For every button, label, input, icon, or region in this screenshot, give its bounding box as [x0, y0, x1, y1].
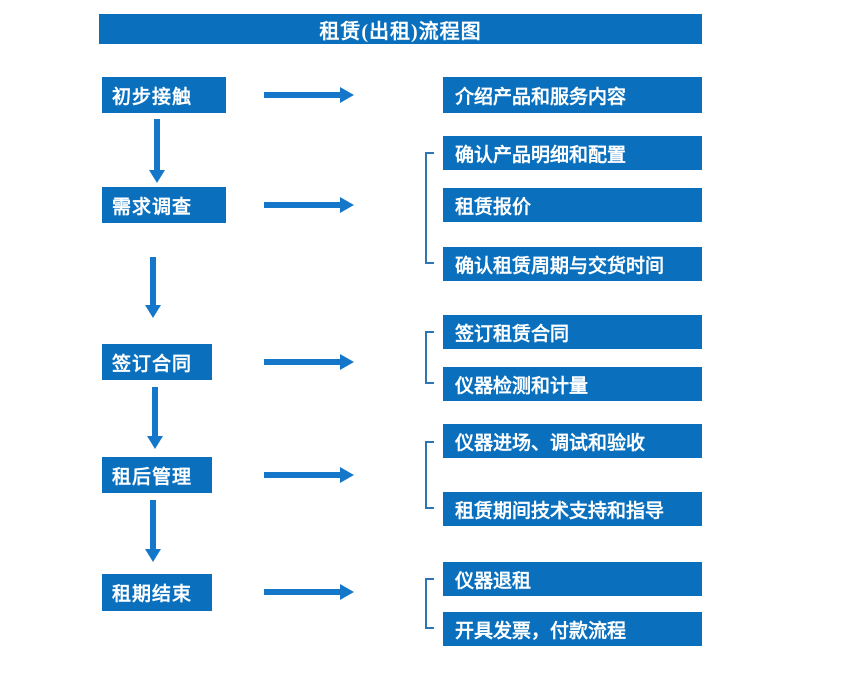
bracket-icon	[425, 441, 434, 509]
detail-box: 确认租赁周期与交货时间	[443, 247, 702, 281]
detail-box: 开具发票，付款流程	[443, 612, 702, 646]
detail-box: 确认产品明细和配置	[443, 136, 702, 170]
arrow-down-icon	[149, 119, 165, 183]
detail-box: 租赁期间技术支持和指导	[443, 492, 702, 526]
detail-box: 租赁报价	[443, 188, 702, 222]
bracket-icon	[425, 578, 434, 629]
flowchart-title: 租赁(出租)流程图	[99, 14, 702, 44]
arrow-down-icon	[145, 500, 161, 562]
arrow-right-icon	[264, 467, 354, 483]
arrow-right-icon	[264, 354, 354, 370]
step-box-initial-contact: 初步接触	[102, 77, 226, 113]
detail-box: 仪器进场、调试和验收	[443, 424, 702, 458]
detail-box: 仪器检测和计量	[443, 367, 702, 401]
arrow-right-icon	[264, 87, 354, 103]
detail-box: 仪器退租	[443, 562, 702, 596]
bracket-icon	[425, 152, 434, 264]
bracket-icon	[425, 331, 434, 384]
arrow-right-icon	[264, 584, 354, 600]
detail-box: 签订租赁合同	[443, 315, 702, 349]
step-box-rental-end: 租期结束	[102, 574, 212, 611]
arrow-down-icon	[147, 387, 163, 449]
arrow-right-icon	[264, 197, 354, 213]
arrow-down-icon	[145, 257, 161, 318]
step-box-post-rental-management: 租后管理	[102, 457, 212, 493]
step-box-demand-survey: 需求调查	[102, 187, 226, 223]
step-box-sign-contract: 签订合同	[102, 344, 212, 380]
detail-box: 介绍产品和服务内容	[443, 77, 702, 113]
